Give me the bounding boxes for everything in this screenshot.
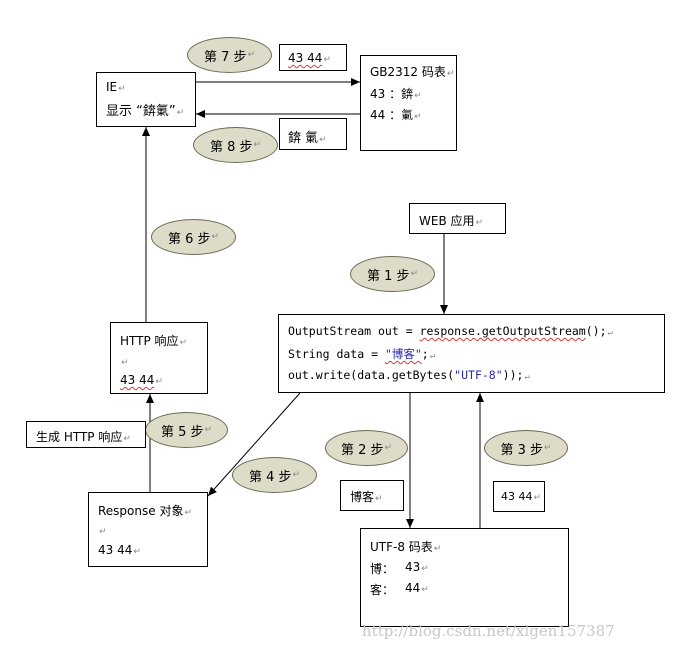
utf8-row-2-value: 44 xyxy=(405,581,421,595)
generate-http-box: 生成 HTTP 响应↵ xyxy=(26,421,146,448)
utf8-chars-text: 博客 xyxy=(350,490,375,504)
http-response-bytes: 43 44 xyxy=(120,373,155,387)
step-1-ellipse: 第 1 步↵ xyxy=(350,256,435,292)
code-line-3-b: "UTF-8" xyxy=(454,368,503,382)
code-box: OutputStream out = response.getOutputStr… xyxy=(278,314,665,393)
arrow-step4 xyxy=(207,392,301,497)
step-1-label: 第 1 步 xyxy=(366,268,410,284)
code-line-1-c: (); xyxy=(585,324,607,338)
code-line-3-c: )); xyxy=(502,368,524,382)
step-2-ellipse: 第 2 步↵ xyxy=(325,430,408,466)
bytes-box-top: 43 44↵ xyxy=(279,44,347,71)
utf8-title: UTF-8 码表 xyxy=(370,540,433,554)
web-app-box: WEB 应用↵ xyxy=(409,203,506,234)
code-line-3: out.write(data.getBytes("UTF-8"));↵ xyxy=(288,368,530,382)
step-4-label: 第 4 步 xyxy=(248,469,292,485)
step-5-ellipse: 第 5 步↵ xyxy=(145,412,228,448)
utf8-bytes-text: 43 44 xyxy=(501,490,533,503)
gb2312-table-box: GB2312 码表↵ 43 ：錛↵ 44 ：氭↵ xyxy=(360,55,457,151)
step-3-label: 第 3 步 xyxy=(500,442,543,458)
step-7-ellipse: 第 7 步↵ xyxy=(187,37,272,73)
gb-chars-text: 錛 氭 xyxy=(288,131,319,146)
step-5-label: 第 5 步 xyxy=(160,424,204,440)
utf8-table-box: UTF-8 码表↵ 博： 43↵ 客： 44↵ xyxy=(360,528,569,627)
ie-box: IE↵ 显示 “錛氭”↵ xyxy=(96,72,196,127)
code-line-2-c: ; xyxy=(421,347,429,361)
generate-http-label: 生成 HTTP 响应 xyxy=(36,430,123,444)
utf8-bytes-box: 43 44↵ xyxy=(493,481,545,512)
ie-display-text: 显示 “錛氭” xyxy=(106,104,176,119)
step-7-label: 第 7 步 xyxy=(203,49,247,65)
utf8-row-2-char: 客： xyxy=(370,583,395,597)
http-response-title: HTTP 响应 xyxy=(120,334,179,348)
watermark: http://blog.csdn.net/xlgen157387 xyxy=(362,622,615,640)
code-line-2-a: String data = xyxy=(288,347,385,361)
code-line-3-a: out.write(data.getBytes( xyxy=(288,368,455,382)
http-response-box: HTTP 响应↵ ↵ 43 44↵ xyxy=(110,322,208,394)
code-line-1-b: response.getOutputStream xyxy=(419,324,586,338)
code-line-2: String data = "博客";↵ xyxy=(288,347,436,361)
utf8-chars-box: 博客↵ xyxy=(340,480,404,511)
step-8-label: 第 8 步 xyxy=(209,139,253,155)
code-line-2-b: "博客" xyxy=(384,347,422,361)
code-line-1: OutputStream out = response.getOutputStr… xyxy=(288,324,613,338)
step-8-ellipse: 第 8 步↵ xyxy=(193,127,278,163)
gb-chars-box: 錛 氭↵ xyxy=(279,118,347,150)
ie-label: IE xyxy=(106,80,118,94)
gb2312-title: GB2312 码表 xyxy=(370,65,446,79)
utf8-row-1-char: 博： xyxy=(370,562,395,576)
gb2312-row-44: 44 ：氭 xyxy=(370,108,414,122)
step-6-ellipse: 第 6 步↵ xyxy=(151,219,236,255)
step-4-ellipse: 第 4 步↵ xyxy=(232,457,317,493)
step-3-ellipse: 第 3 步↵ xyxy=(484,430,568,466)
web-app-label: WEB 应用 xyxy=(419,214,475,228)
step-6-label: 第 6 步 xyxy=(167,231,211,247)
step-2-label: 第 2 步 xyxy=(340,442,384,458)
response-object-title: Response 对象 xyxy=(98,504,184,518)
response-object-box: Response 对象↵ ↵ 43 44↵ xyxy=(88,492,208,567)
gb2312-row-43: 43 ：錛 xyxy=(370,87,414,101)
utf8-row-1-value: 43 xyxy=(405,560,421,574)
response-object-bytes: 43 44 xyxy=(98,543,133,557)
code-line-1-a: OutputStream out = xyxy=(288,324,420,338)
bytes-top-text: 43 44 xyxy=(288,51,323,65)
